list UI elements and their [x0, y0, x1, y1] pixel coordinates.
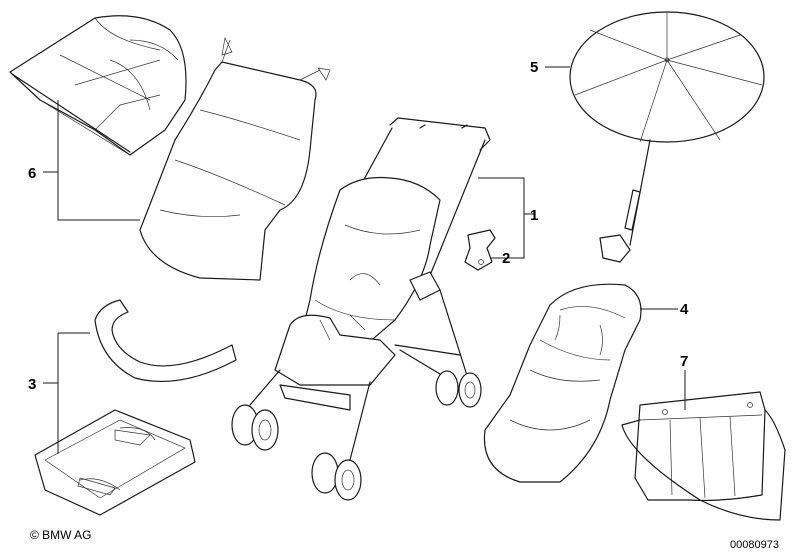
parasol-part[interactable] [569, 11, 765, 263]
bumper-bar-part[interactable] [94, 299, 237, 383]
clip-part[interactable] [464, 229, 496, 271]
callout-4: 4 [680, 301, 689, 318]
stroller-part[interactable] [231, 117, 491, 501]
bag-part[interactable] [621, 391, 786, 521]
copyright-notice: © BMW AG [30, 528, 92, 542]
callout-7: 7 [680, 353, 688, 370]
basket-tray-part[interactable] [34, 409, 196, 516]
callout-5: 5 [530, 59, 538, 76]
document-number: 00080973 [730, 539, 779, 551]
callout-6: 6 [28, 165, 36, 182]
leader-lines [43, 66, 686, 454]
rain-canopy-part[interactable] [9, 15, 187, 156]
callout-3: 3 [28, 376, 36, 393]
callout-2: 2 [502, 250, 510, 267]
callout-1: 1 [530, 207, 538, 224]
rain-cover-part[interactable] [139, 36, 331, 281]
footmuff-part[interactable] [483, 283, 642, 483]
